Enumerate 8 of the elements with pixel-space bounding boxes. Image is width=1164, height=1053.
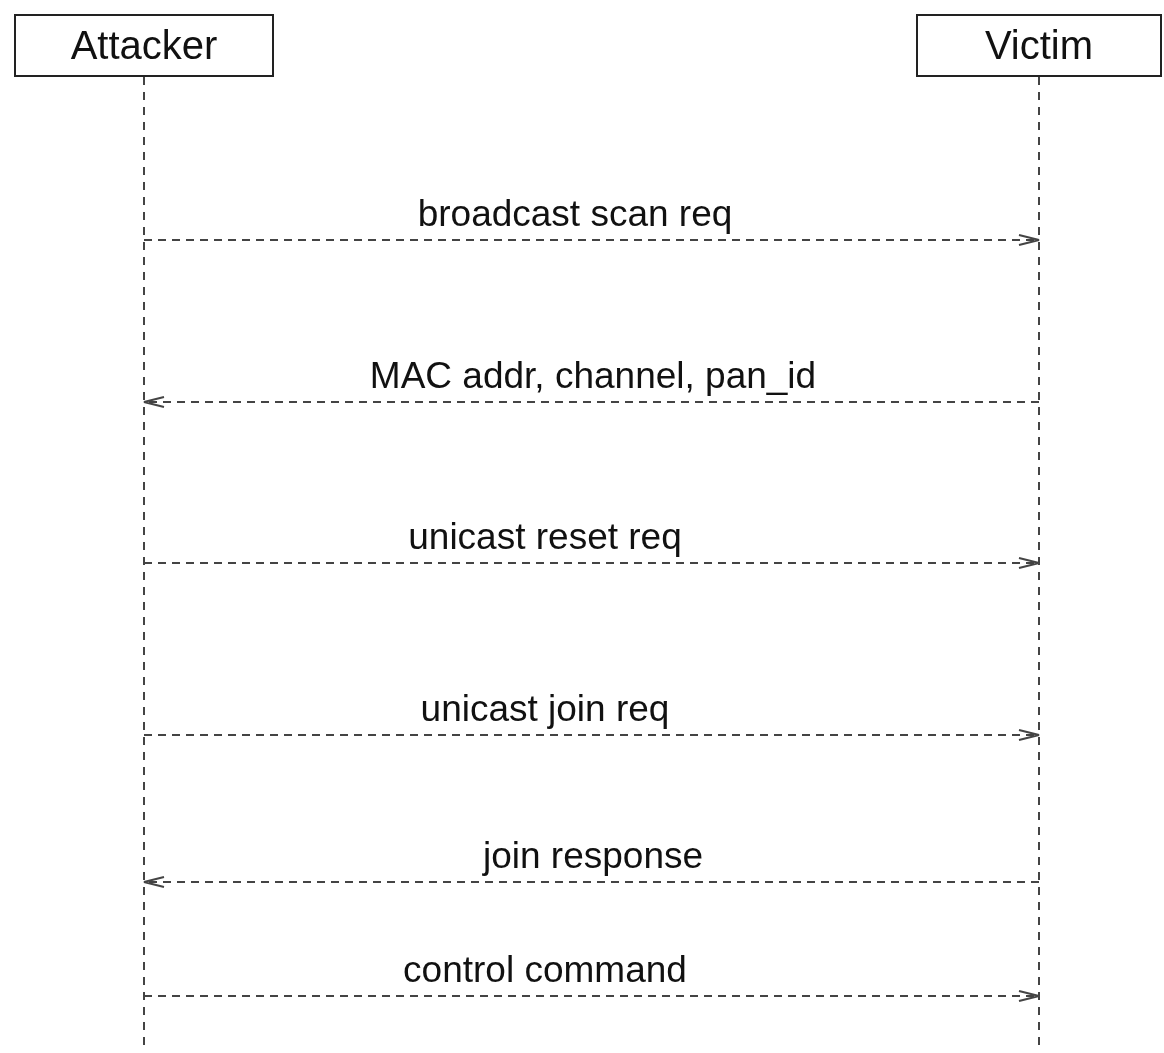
message-arrow xyxy=(143,557,1040,569)
message-arrow xyxy=(143,876,1040,888)
participant-box: Victim xyxy=(916,14,1162,77)
message-arrow xyxy=(143,729,1040,741)
message-arrow xyxy=(143,234,1040,246)
participant-box: Attacker xyxy=(14,14,274,77)
message-arrow xyxy=(143,396,1040,408)
message-arrow xyxy=(143,990,1040,1002)
